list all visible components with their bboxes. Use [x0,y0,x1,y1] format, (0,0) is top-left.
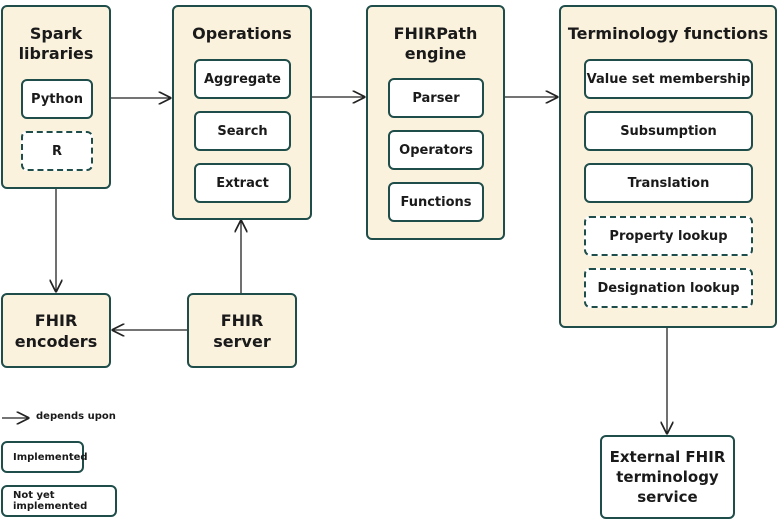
aggregate-box: Aggregate [194,59,291,99]
subsumption-box: Subsumption [584,111,753,151]
operations-box: Operations Aggregate Search Extract [172,5,312,220]
terminology-functions-box: Terminology functions Value set membersh… [559,5,777,328]
operations-title: Operations [192,24,292,43]
translation-box: Translation [584,163,753,203]
legend-not-yet-implemented: Not yet implemented [1,485,117,517]
python-box: Python [21,79,93,119]
r-box: R [21,131,93,171]
value-set-membership-box: Value set membership [584,59,753,99]
legend-depends-upon-label: depends upon [36,411,116,422]
legend-implemented: Implemented [1,441,88,473]
designation-lookup-box: Designation lookup [584,268,753,308]
extract-box: Extract [194,163,291,203]
search-box: Search [194,111,291,151]
fhir-encoders-box: FHIR encoders [1,293,111,368]
spark-libraries-title: Spark libraries [18,24,94,63]
parser-box: Parser [388,78,484,118]
spark-libraries-box: Spark libraries Python R [1,5,111,189]
fhir-server-box: FHIR server [187,293,297,368]
functions-box: Functions [388,182,484,222]
property-lookup-box: Property lookup [584,216,753,256]
fhirpath-engine-title: FHIRPath engine [393,24,478,63]
operators-box: Operators [388,130,484,170]
terminology-functions-title: Terminology functions [567,24,769,43]
fhirpath-engine-box: FHIRPath engine Parser Operators Functio… [366,5,505,240]
external-terminology-service-box: External FHIR terminology service [600,435,735,519]
